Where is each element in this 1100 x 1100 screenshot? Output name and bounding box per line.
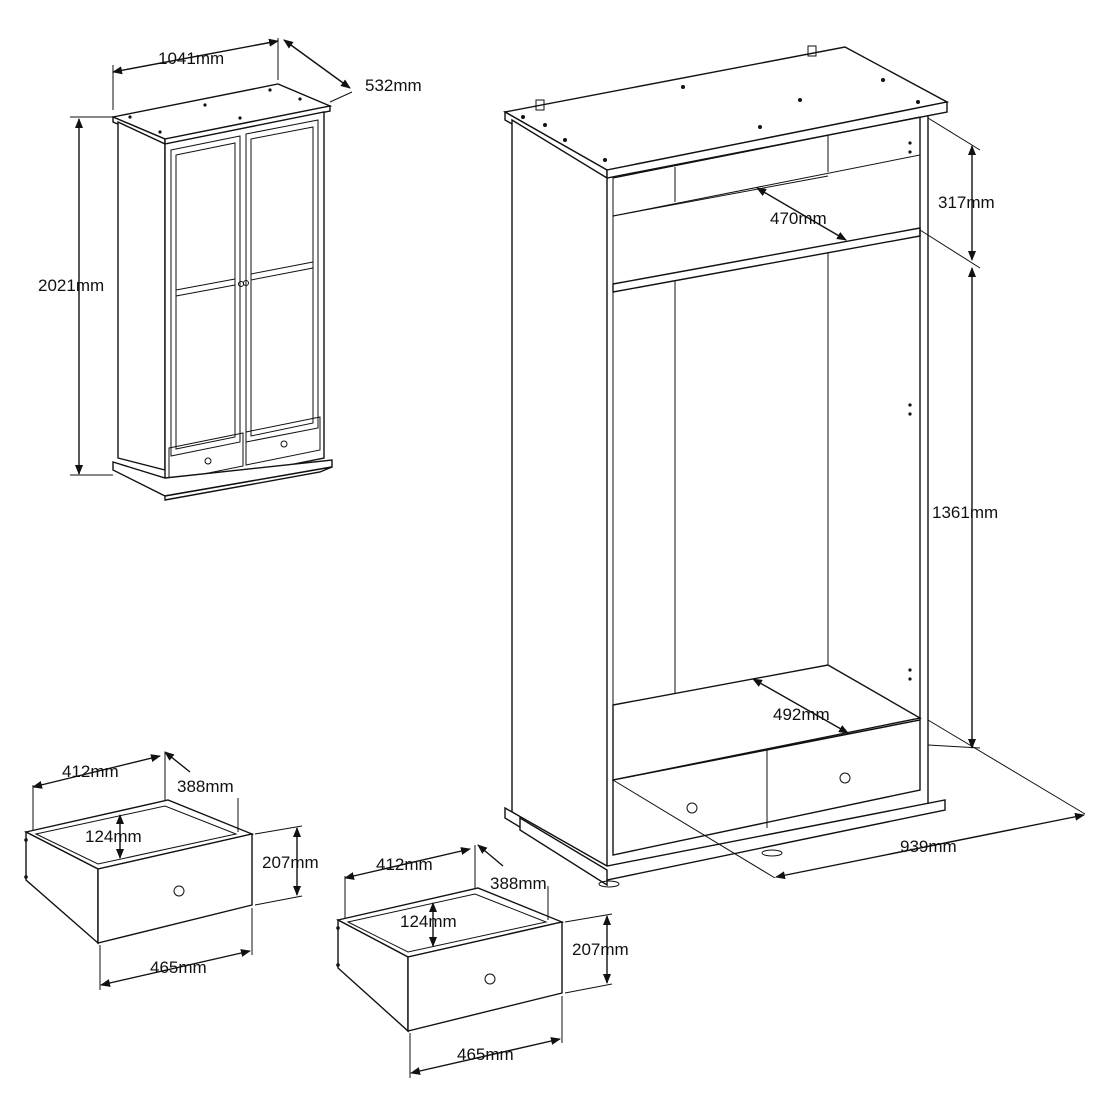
drawer-left-width-label: 412mm (62, 762, 119, 781)
drawer-right-depth-label: 388mm (490, 874, 547, 893)
inner-width-label: 939mm (900, 837, 957, 856)
drawer-right-front-width-label: 465mm (457, 1045, 514, 1064)
small-wardrobe: 1041mm 532mm 2021mm (38, 38, 422, 501)
drawer-left-height-label: 207mm (262, 853, 319, 872)
drawer-left: 412mm 388mm 124mm 207mm 465mm (23, 751, 319, 990)
drawer-right-inner-height-label: 124mm (400, 912, 457, 931)
small-wardrobe-depth-label: 532mm (365, 76, 422, 95)
drawer-left-depth-label: 388mm (177, 777, 234, 796)
drawer-right: 412mm 388mm 124mm 207mm 465mm (336, 844, 629, 1078)
drawer-right-width-label: 412mm (376, 855, 433, 874)
drawer-left-inner-height-label: 124mm (85, 827, 142, 846)
small-wardrobe-width-label: 1041mm (158, 49, 224, 68)
bottom-depth-label: 492mm (773, 705, 830, 724)
shelf-depth-label: 470mm (770, 209, 827, 228)
drawer-left-front-width-label: 465mm (150, 958, 207, 977)
top-compartment-height-label: 317mm (938, 193, 995, 212)
large-wardrobe: 317mm 470mm 1361mm 492mm 939mm (503, 45, 1086, 888)
small-wardrobe-height-label: 2021mm (38, 276, 104, 295)
drawer-right-height-label: 207mm (572, 940, 629, 959)
hanging-height-label: 1361mm (932, 503, 998, 522)
